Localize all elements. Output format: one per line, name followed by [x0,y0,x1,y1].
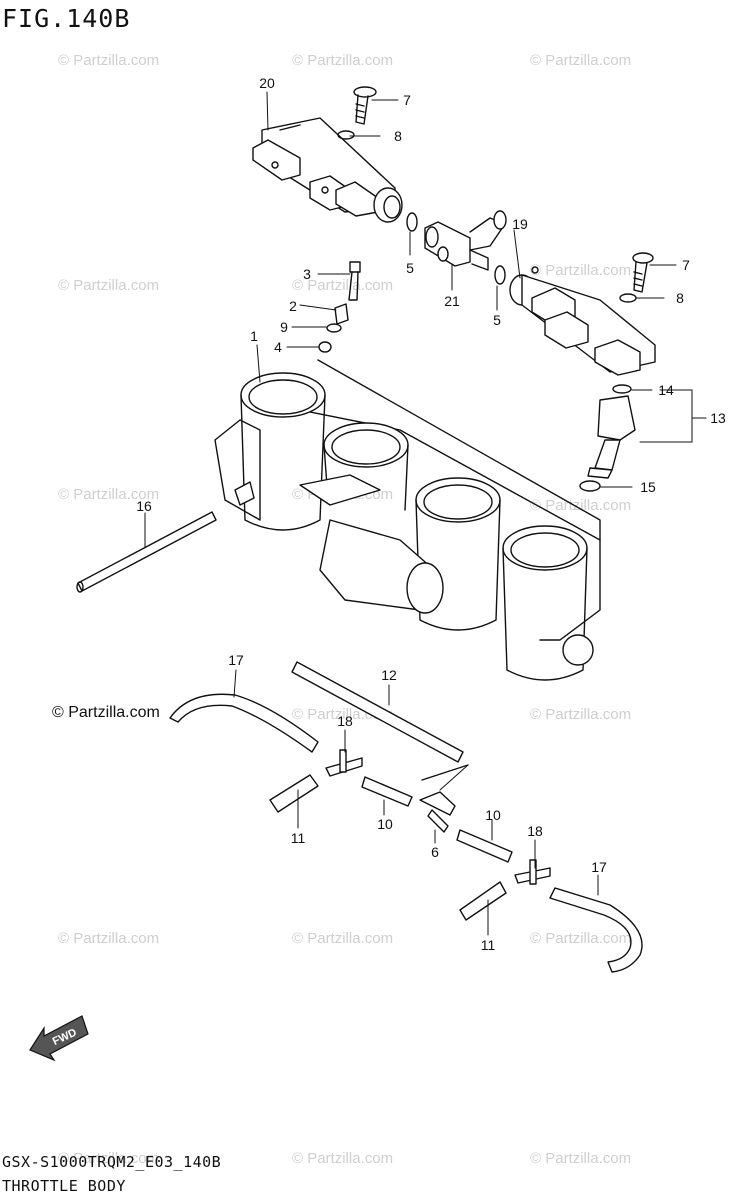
fuel-rail-upper [252,117,403,223]
callout-11-right: 11 [481,937,496,953]
callout-21: 21 [444,293,460,309]
fuel-rail-lower [509,266,656,376]
watermark: © Partzilla.com [58,486,160,503]
callout-5-left: 5 [406,260,414,276]
watermark: © Partzilla.com [530,262,632,279]
callout-17-left: 17 [228,652,244,668]
callout-18-left: 18 [337,713,353,729]
watermark: © Partzilla.com [530,52,632,69]
throttle-body [214,359,601,681]
callout-16: 16 [136,498,152,514]
callout-3: 3 [303,266,311,282]
fwd-arrow-icon: FWD [29,1015,89,1062]
fuel-joint [424,210,507,271]
hose-17-right [549,887,643,973]
watermark: © Partzilla.com [292,52,394,69]
o-ring-left [406,212,418,232]
callout-13: 13 [710,410,726,426]
watermark: © Partzilla.com [58,52,160,69]
watermark: © Partzilla.com [530,706,632,723]
watermark: © Partzilla.com [58,1150,160,1167]
callout-15: 15 [640,479,656,495]
washer-upper [337,130,355,140]
watermark: © Partzilla.com [530,1150,632,1167]
callout-11-left: 11 [291,830,306,846]
tee-joint-right [514,859,551,885]
watermark: © Partzilla.com [530,497,632,514]
callout-10-left: 10 [377,816,393,832]
callout-5-right: 5 [493,312,501,328]
callout-9: 9 [280,319,288,335]
hose-17-left [169,693,319,753]
watermark: © Partzilla.com [58,930,160,947]
callout-17-right: 17 [591,859,607,875]
hose-10-left [361,776,413,807]
callout-14: 14 [658,382,674,398]
joint-6 [419,791,456,833]
hose-11-right [459,881,507,921]
callout-12: 12 [381,667,397,683]
watermark: © Partzilla.com [292,277,394,294]
hose-11-left [269,774,319,813]
watermark: © Partzilla.com [292,1150,394,1167]
callout-8-upper: 8 [394,128,402,144]
partzilla-brand: © Partzilla.com [52,704,160,721]
callout-1: 1 [250,328,258,344]
fuel-injector [579,384,636,492]
bolt-lower [632,252,654,293]
figure-title: FIG.140B [2,4,131,33]
hose-12 [291,661,464,763]
hose-10-right [456,829,513,863]
callout-6: 6 [431,844,439,860]
callout-10-right: 10 [485,807,501,823]
callout-20: 20 [259,75,275,91]
watermark: © Partzilla.com [530,930,632,947]
callout-19: 19 [512,216,528,232]
section-name: THROTTLE BODY [2,1177,126,1195]
callout-7-upper: 7 [403,92,411,108]
tee-joint-left [325,749,363,777]
watermark: © Partzilla.com [58,277,160,294]
leader-lines [144,91,707,936]
model-code: GSX-S1000TRQM2_E03_140B [2,1153,222,1171]
callout-labels: 20 7 8 5 21 19 5 3 2 9 4 1 7 8 14 13 15 … [136,75,726,953]
o-ring-right [494,265,506,285]
hose-16 [77,511,217,592]
callout-4: 4 [274,339,282,355]
callout-18-right: 18 [527,823,543,839]
callout-2: 2 [289,298,297,314]
callout-8-lower: 8 [676,290,684,306]
washer-lower [619,293,637,303]
callout-7-lower: 7 [682,257,690,273]
bolt-upper [353,86,377,125]
watermark: © Partzilla.com [292,930,394,947]
idle-screw-set [318,261,361,353]
